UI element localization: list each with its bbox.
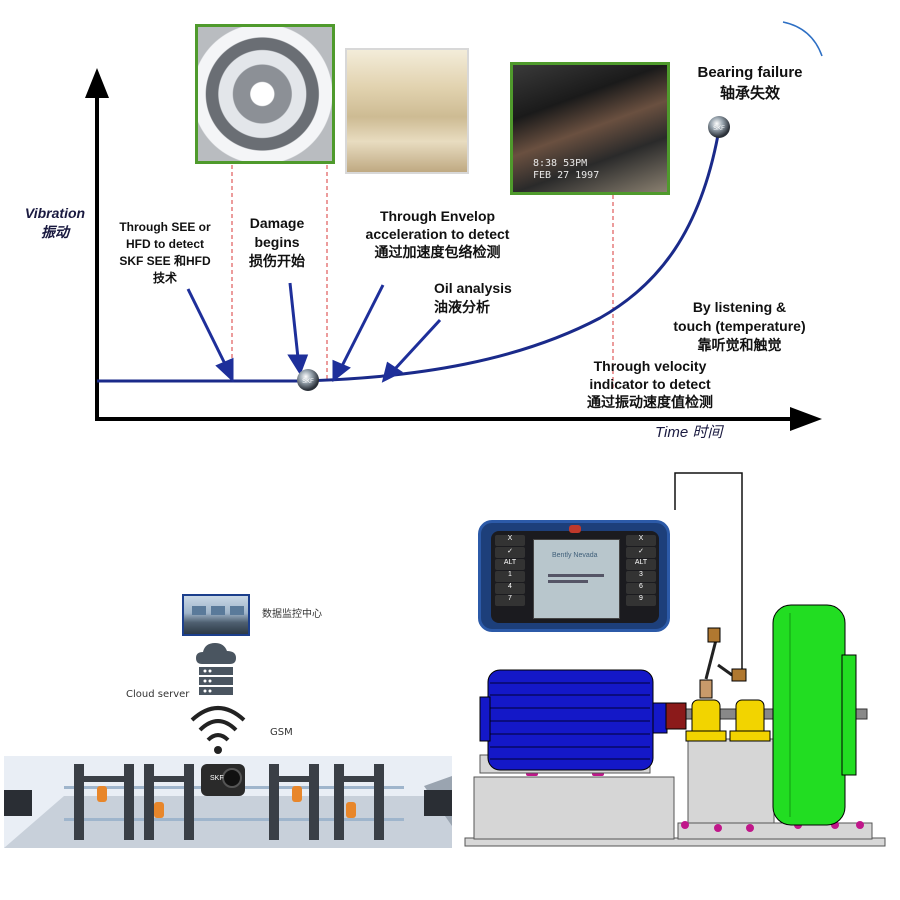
- decorative-arc: [782, 21, 823, 57]
- damage-ball-logo: SKF: [302, 379, 314, 385]
- wifi-icon: [190, 706, 246, 754]
- cloud-server-icon: [196, 643, 236, 695]
- monitor-center-image: [182, 594, 250, 636]
- device-right-keys: X ✓ ALT 3 6 9: [626, 535, 656, 607]
- train-bogie-image: SKF: [4, 756, 452, 848]
- device-brand: Bently Nevada: [552, 552, 598, 559]
- photo-date: FEB 27 1997: [533, 170, 600, 181]
- failure-ball: [708, 116, 730, 138]
- y-axis-label: Vibration 振动: [12, 204, 98, 242]
- x-axis-label-en: Time: [655, 424, 689, 441]
- skf-sensor-logo: SKF: [210, 775, 224, 782]
- x-axis-label: Time 时间: [655, 424, 775, 442]
- y-axis-arrow: [85, 68, 109, 98]
- gsm-label: GSM: [270, 727, 293, 738]
- event-dividers: [231, 165, 614, 388]
- damage-ball: [297, 369, 319, 391]
- cloud-server-label: Cloud server: [126, 689, 190, 700]
- device-power-button: [569, 525, 581, 533]
- bearing-photo-failed: 8:38 53PM FEB 27 1997: [510, 62, 670, 195]
- monitor-center-label: 数据监控中心: [262, 609, 322, 620]
- test-rig: [464, 472, 886, 847]
- failure-ball-logo: SKF: [713, 126, 725, 132]
- bearing-photo-new: [195, 24, 335, 164]
- device-left-keys: X ✓ ALT 1 4 7: [495, 535, 525, 607]
- pointer-arrows: [186, 282, 442, 383]
- y-axis-label-zh: 振动: [41, 224, 69, 240]
- x-axis-label-zh: 时间: [692, 424, 723, 441]
- photo-time: 8:38 53PM: [533, 158, 588, 169]
- device-screen: Bently Nevada: [533, 539, 620, 619]
- bearing-photo-raceway: [345, 48, 469, 174]
- y-axis-label-en: Vibration: [24, 205, 86, 221]
- pf-curve-diagram: SKF SKF: [85, 21, 823, 431]
- label-listening: By listening &touch (temperature)靠听觉和触觉: [673, 299, 806, 353]
- data-collector-device: Bently Nevada X ✓ ALT 1 4 7 X ✓ ALT 3 6 …: [478, 520, 670, 632]
- x-axis-arrow: [790, 407, 822, 431]
